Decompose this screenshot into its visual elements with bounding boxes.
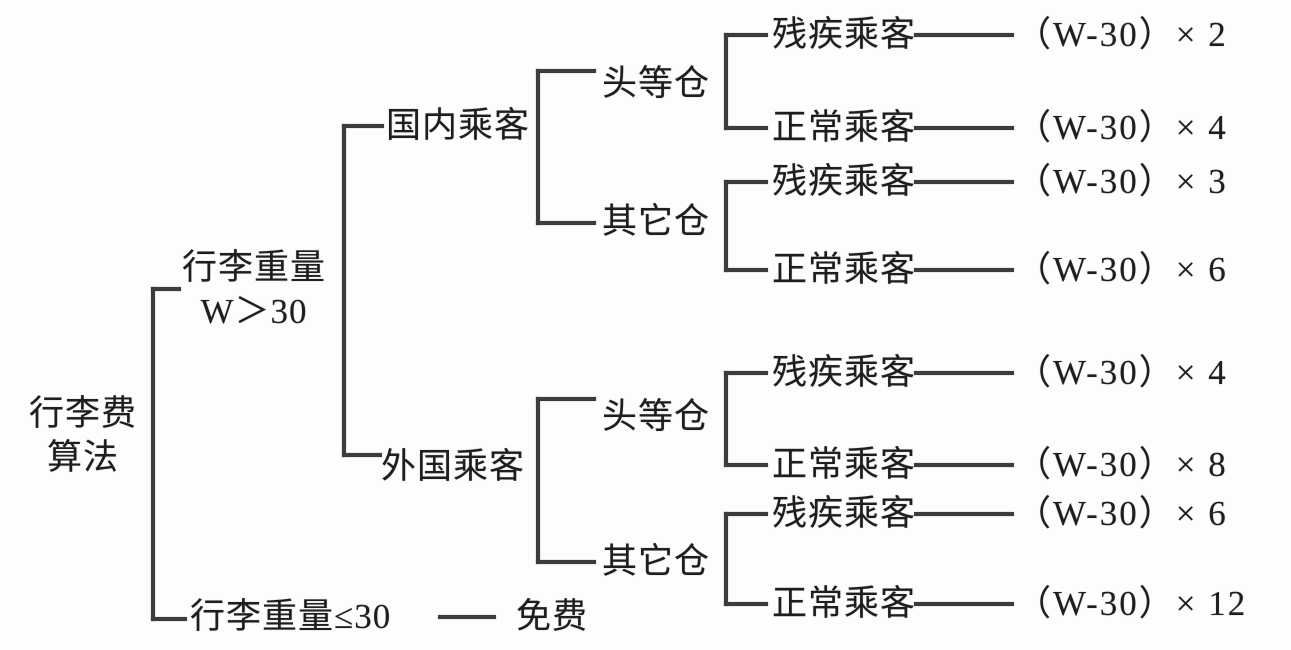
passenger-label: 残疾乘客 xyxy=(772,15,917,54)
branch-weight-under-30-label: 行李重量≤30 xyxy=(190,597,392,636)
tree-connector-line xyxy=(724,371,768,375)
tree-connector-line xyxy=(724,33,768,37)
branch-weight-over-30-line1: 行李重量 xyxy=(181,248,326,287)
tree-connector-line xyxy=(536,221,596,225)
tree-connector-line xyxy=(724,268,768,272)
branch-weight-over-30-line2: W＞30 xyxy=(200,292,308,331)
fee-formula-label: （W-30）× 6 xyxy=(1016,494,1228,533)
tree-connector-line xyxy=(342,124,384,128)
tree-connector-line xyxy=(914,126,1014,130)
tree-connector-line xyxy=(914,180,1014,184)
tree-connector-line xyxy=(342,453,382,457)
branch-weight-over-30-label: 行李重量 W＞30 xyxy=(168,246,340,334)
tree-connector-line xyxy=(914,371,1014,375)
root-label: 行李费 算法 xyxy=(24,392,142,480)
tree-connector-line xyxy=(536,560,596,564)
tree-connector-line xyxy=(724,180,728,272)
fee-formula-label: （W-30）× 12 xyxy=(1016,584,1248,623)
passenger-label: 残疾乘客 xyxy=(772,353,917,392)
tree-connector-line xyxy=(151,287,155,621)
fee-formula-label: （W-30）× 4 xyxy=(1016,353,1228,392)
tree-connector-line xyxy=(914,512,1014,516)
fee-formula-label: （W-30）× 3 xyxy=(1016,162,1228,201)
tree-connector-line xyxy=(151,617,187,621)
tree-connector-line xyxy=(914,463,1014,467)
tree-connector-line xyxy=(914,33,1014,37)
tree-connector-line xyxy=(724,33,728,130)
first-class-label-foreign: 头等仓 xyxy=(602,397,711,436)
passenger-label: 正常乘客 xyxy=(772,250,917,289)
root-label-line2: 算法 xyxy=(46,438,119,477)
tree-connector-line xyxy=(724,512,768,516)
passenger-label: 正常乘客 xyxy=(772,584,917,623)
tree-connector-line xyxy=(536,69,540,225)
tree-connector-line xyxy=(724,512,728,606)
tree-connector-line xyxy=(536,397,596,401)
fee-formula-label: （W-30）× 8 xyxy=(1016,445,1228,484)
tree-connector-line xyxy=(724,180,768,184)
first-class-label-domestic: 头等仓 xyxy=(602,64,711,103)
passenger-label: 残疾乘客 xyxy=(772,162,917,201)
domestic-passenger-label: 国内乘客 xyxy=(386,106,531,145)
passenger-label: 正常乘客 xyxy=(772,108,917,147)
tree-connector-line xyxy=(724,463,768,467)
tree-connector-line xyxy=(536,397,540,564)
passenger-label: 正常乘客 xyxy=(772,445,917,484)
tree-connector-line xyxy=(151,287,181,291)
other-class-label-foreign: 其它仓 xyxy=(602,542,711,581)
tree-connector-line xyxy=(914,268,1014,272)
tree-connector-line xyxy=(438,615,496,619)
foreign-passenger-label: 外国乘客 xyxy=(381,447,526,486)
fee-formula-label: （W-30）× 6 xyxy=(1016,250,1228,289)
tree-connector-line xyxy=(536,69,596,73)
fee-formula-label: （W-30）× 4 xyxy=(1016,108,1228,147)
other-class-label-domestic: 其它仓 xyxy=(602,202,711,241)
tree-connector-line xyxy=(724,371,728,467)
fee-formula-label: （W-30）× 2 xyxy=(1016,15,1228,54)
tree-connector-line xyxy=(724,126,768,130)
tree-connector-line xyxy=(724,602,768,606)
root-label-line1: 行李费 xyxy=(28,394,137,433)
passenger-label: 残疾乘客 xyxy=(772,494,917,533)
tree-connector-line xyxy=(914,602,1014,606)
free-result-label: 免费 xyxy=(516,597,589,636)
tree-connector-line xyxy=(342,124,346,457)
